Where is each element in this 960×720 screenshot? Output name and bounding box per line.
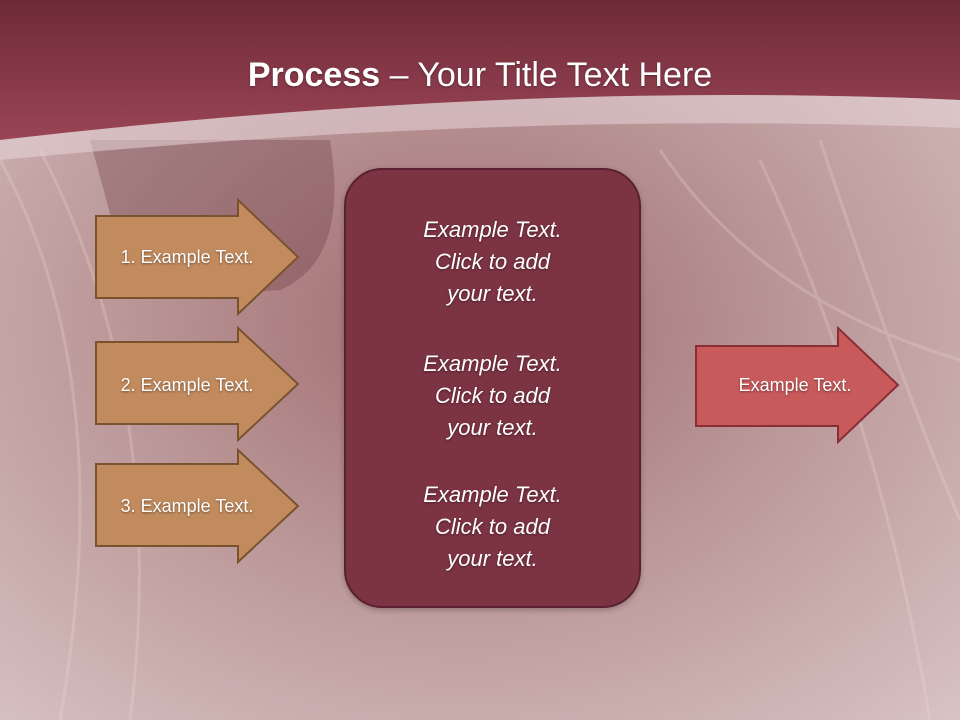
center-line: Example Text. [423, 217, 562, 242]
center-line: your text. [447, 415, 538, 440]
input-arrow-3-label: 3. Example Text. [120, 496, 254, 516]
input-arrow-2-label: 2. Example Text. [120, 375, 254, 395]
center-text-block-1: Example Text. Click to add your text. [346, 214, 639, 310]
input-arrow-2[interactable] [94, 326, 300, 442]
header-band [0, 0, 960, 140]
center-line: your text. [447, 546, 538, 571]
center-line: Example Text. [423, 351, 562, 376]
center-line: Click to add [435, 383, 550, 408]
center-line: your text. [447, 281, 538, 306]
title-rest: – Your Title Text Here [380, 56, 713, 94]
center-line: Click to add [435, 514, 550, 539]
center-line: Example Text. [423, 482, 562, 507]
center-process-box[interactable]: Example Text. Click to add your text. Ex… [344, 168, 641, 608]
center-text-block-3: Example Text. Click to add your text. [346, 479, 639, 575]
center-line: Click to add [435, 249, 550, 274]
input-arrow-1[interactable] [94, 198, 300, 316]
input-arrow-1-label: 1. Example Text. [120, 247, 254, 267]
center-text-block-2: Example Text. Click to add your text. [346, 348, 639, 444]
input-arrow-3[interactable] [94, 448, 300, 564]
header-swoosh [0, 95, 960, 160]
output-arrow[interactable] [694, 326, 900, 444]
title-bold: Process [247, 56, 381, 94]
slide-title: Process – Your Title Text Here [0, 52, 960, 98]
output-arrow-label: Example Text. [738, 375, 852, 395]
